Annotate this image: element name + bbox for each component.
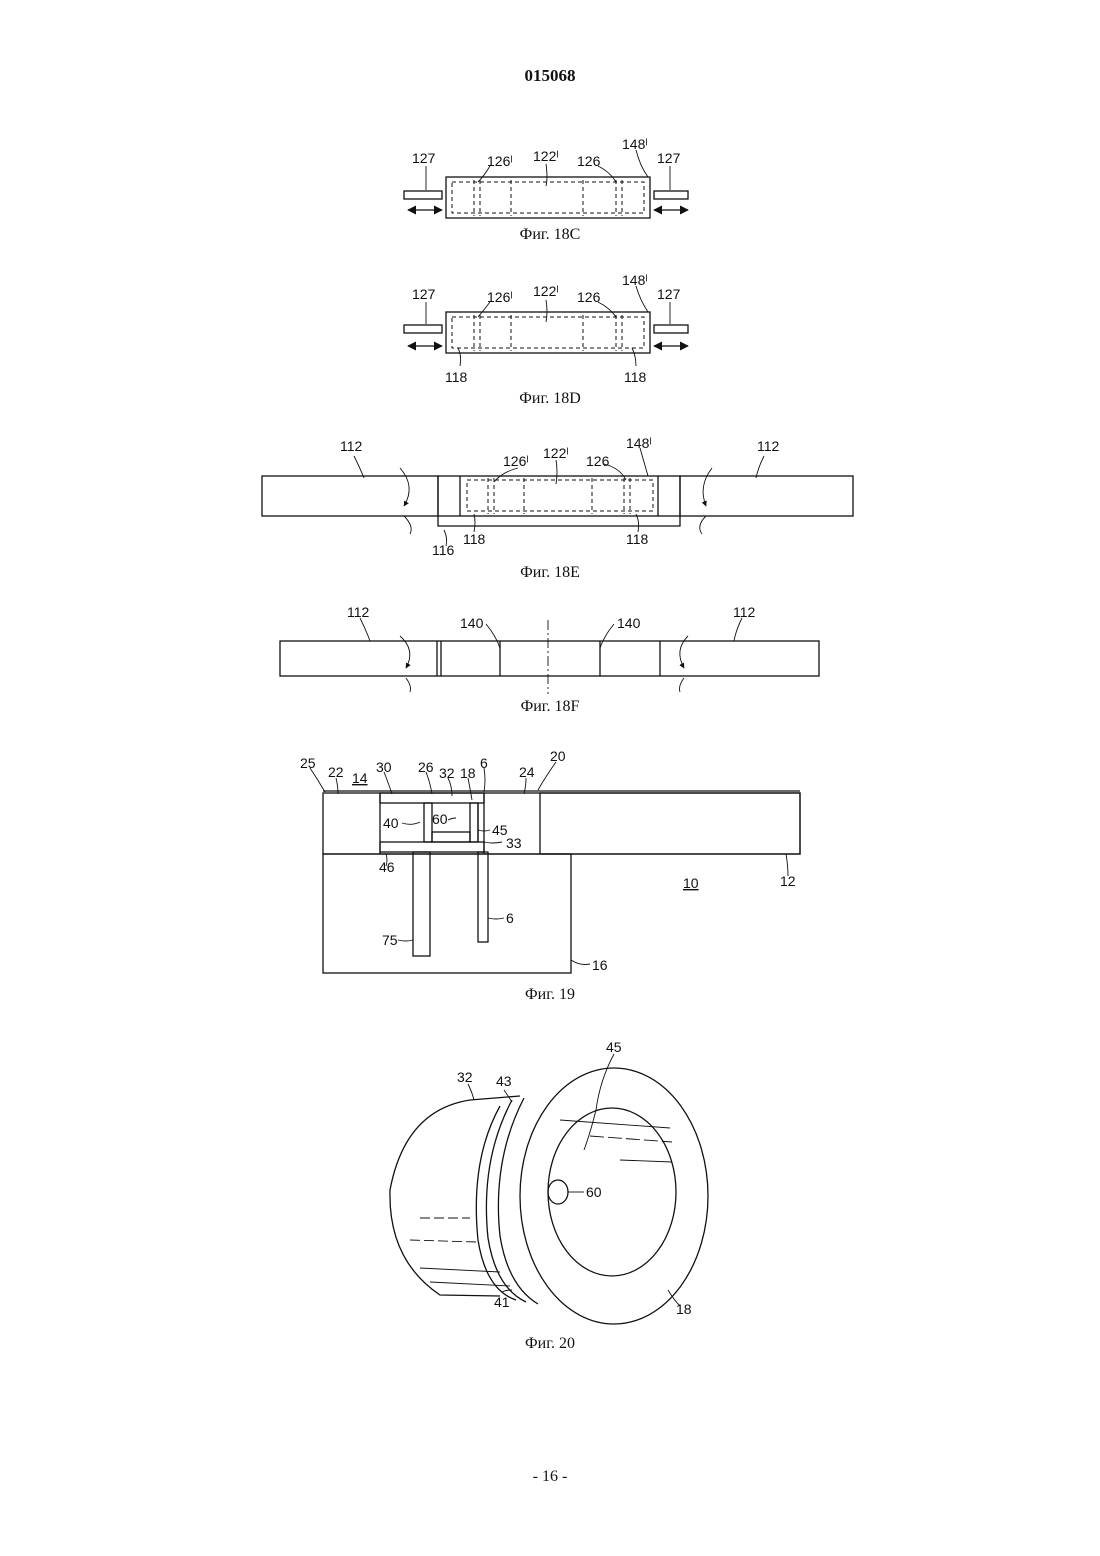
figure-18d: 127 126ˡ 122ˡ 126 148ˡ 127 118 118: [0, 270, 1100, 390]
figure-19: 25 22 14 30 26 32 18 6 20 24 40 60 45 33…: [0, 745, 1100, 985]
label-127: 127: [657, 150, 681, 166]
figure-20: 32 43 45 60 41 18: [0, 1030, 1100, 1330]
label-6: 6: [506, 910, 514, 926]
label-127: 127: [412, 150, 436, 166]
label-148-prime: 148ˡ: [622, 272, 648, 288]
label-118: 118: [626, 531, 649, 547]
label-126-prime: 126ˡ: [503, 453, 529, 469]
label-32: 32: [457, 1069, 473, 1085]
label-118: 118: [624, 369, 647, 385]
label-112: 112: [340, 438, 363, 454]
caption-fig-19: Фиг. 19: [0, 986, 1100, 1004]
label-140: 140: [460, 615, 484, 631]
label-30: 30: [376, 759, 392, 775]
label-112: 112: [733, 604, 756, 620]
label-126: 126: [586, 453, 610, 469]
caption-fig-18e: Фиг. 18E: [0, 564, 1100, 582]
label-24: 24: [519, 764, 535, 780]
label-6: 6: [480, 755, 488, 771]
label-32: 32: [439, 765, 455, 781]
label-122-prime: 122ˡ: [533, 283, 559, 299]
label-46: 46: [379, 859, 395, 875]
label-127: 127: [412, 286, 436, 302]
label-43: 43: [496, 1073, 512, 1089]
label-41: 41: [494, 1294, 510, 1310]
label-126: 126: [577, 289, 601, 305]
label-127: 127: [657, 286, 681, 302]
label-12: 12: [780, 873, 796, 889]
label-75: 75: [382, 932, 398, 948]
document-number: 015068: [0, 66, 1100, 86]
label-18: 18: [676, 1301, 692, 1317]
label-10: 10: [683, 875, 699, 891]
label-140: 140: [617, 615, 641, 631]
caption-fig-18d: Фиг. 18D: [0, 390, 1100, 408]
label-116: 116: [432, 542, 455, 558]
label-112: 112: [347, 604, 370, 620]
label-45: 45: [606, 1039, 622, 1055]
label-14: 14: [352, 770, 368, 786]
label-25: 25: [300, 755, 316, 771]
page-number: - 16 -: [0, 1468, 1100, 1486]
figure-18c: 127 126ˡ 122ˡ 126 148ˡ 127: [0, 130, 1100, 230]
label-126-prime: 126ˡ: [487, 153, 513, 169]
label-122-prime: 122ˡ: [543, 445, 569, 461]
label-118: 118: [463, 531, 486, 547]
label-148-prime: 148ˡ: [622, 136, 648, 152]
caption-fig-18f: Фиг. 18F: [0, 698, 1100, 716]
label-118: 118: [445, 369, 468, 385]
label-20: 20: [550, 748, 566, 764]
label-126: 126: [577, 153, 601, 169]
caption-fig-18c: Фиг. 18C: [0, 226, 1100, 244]
label-60: 60: [432, 811, 448, 827]
figure-18e: 112 126ˡ 122ˡ 126 148ˡ 112 116 118 118: [0, 430, 1100, 560]
label-60: 60: [586, 1184, 602, 1200]
label-40: 40: [383, 815, 399, 831]
label-33: 33: [506, 835, 522, 851]
label-122-prime: 122ˡ: [533, 148, 559, 164]
figure-18f: 112 140 140 112: [0, 600, 1100, 700]
label-16: 16: [592, 957, 608, 973]
label-18: 18: [460, 765, 476, 781]
label-26: 26: [418, 759, 434, 775]
label-22: 22: [328, 764, 344, 780]
caption-fig-20: Фиг. 20: [0, 1335, 1100, 1353]
label-148-prime: 148ˡ: [626, 435, 652, 451]
label-112: 112: [757, 438, 780, 454]
label-126-prime: 126ˡ: [487, 289, 513, 305]
